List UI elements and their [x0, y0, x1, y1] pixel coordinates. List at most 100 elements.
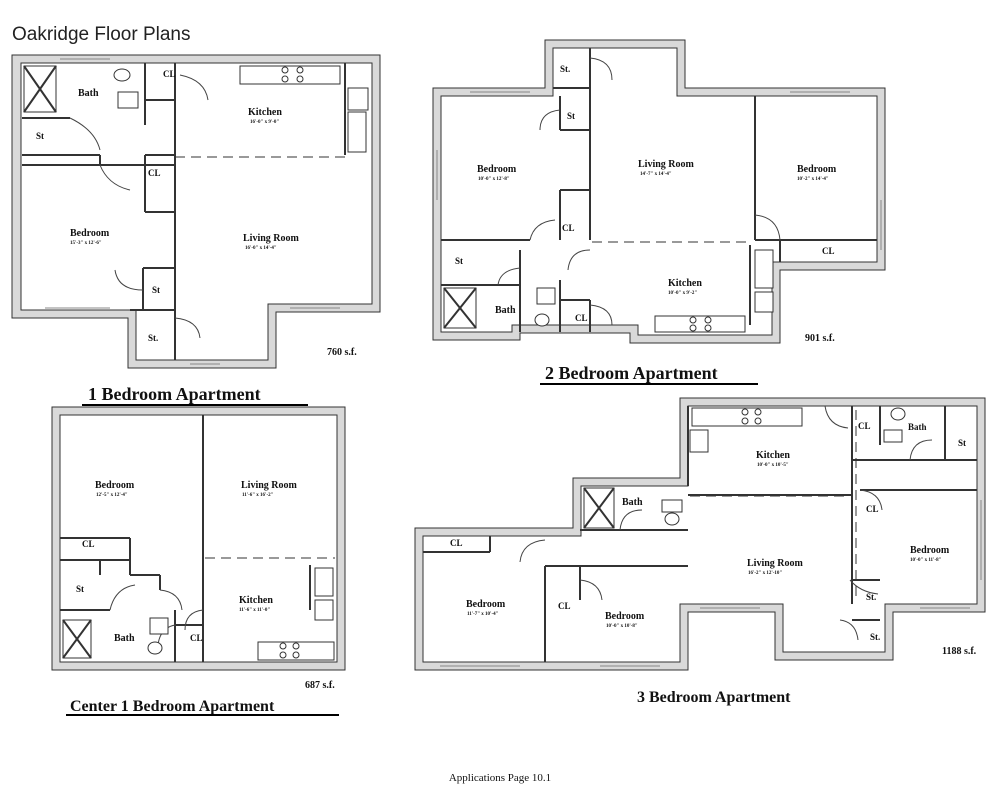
plan1-bedroom-dim: 15'-3" x 12'-6" — [70, 241, 102, 246]
plan4-living-dim: 16'-2" x 12'-10" — [748, 571, 782, 576]
plan2-bedroom-left-label: Bedroom — [477, 164, 517, 175]
plan4-cl-top-label: CL — [858, 421, 871, 431]
plan3-outer-wall — [51, 406, 346, 671]
plan2-cl-right-label: CL — [822, 246, 835, 256]
plan1-living-label: Living Room — [243, 233, 300, 244]
plan-2-bedroom: St. St Bedroom 10'-0" x 12'-8" Living Ro… — [432, 39, 886, 385]
plan-1-bedroom: Bath CL Kitchen 16'-0" x 9'-0" St CL Bed… — [11, 54, 381, 406]
plan4-bath-left-label: Bath — [622, 497, 643, 508]
plan3-area: 687 s.f. — [305, 680, 335, 691]
plan1-st-entry-label: St. — [148, 333, 158, 343]
plan3-counter — [257, 641, 335, 661]
plan3-side-counter — [314, 567, 334, 597]
plan2-area: 901 s.f. — [805, 333, 835, 344]
plan4-bedroom-center-dim: 10'-0" x 10'-8" — [606, 624, 638, 629]
plan3-kitchen-label: Kitchen — [239, 595, 273, 606]
plan4-doors — [519, 405, 933, 641]
plan4-caption: 3 Bedroom Apartment — [637, 689, 791, 706]
plan1-fridge — [347, 87, 369, 111]
plan2-bedroom-left-dim: 10'-0" x 12'-8" — [478, 177, 510, 182]
plan1-cl-top-label: CL — [163, 69, 176, 79]
plan3-toilet — [147, 641, 163, 655]
plan3-living-dim: 11'-6" x 16'-2" — [242, 493, 274, 498]
plan4-bedroom-right-dim: 10'-0" x 11'-8" — [910, 558, 942, 563]
plan1-outer-wall — [11, 54, 381, 369]
plan2-st-mid-label: St — [567, 111, 575, 121]
plan4-bedroom-left-dim: 11'-7" x 10'-4" — [467, 612, 499, 617]
plan4-cl-center-label: CL — [558, 601, 571, 611]
plan2-cl-bottom-label: CL — [575, 313, 588, 323]
plan2-counter — [654, 315, 746, 333]
plan2-inner-walls — [441, 48, 877, 332]
plan2-bedroom-right-dim: 10'-2" x 14'-4" — [797, 177, 829, 182]
plan1-inner-walls — [22, 63, 346, 360]
plan1-side-counter — [347, 111, 367, 153]
plan3-inner-walls — [60, 415, 311, 662]
plan3-cl-label: CL — [82, 539, 95, 549]
plan1-toilet — [113, 68, 131, 82]
plan3-fridge — [314, 599, 334, 621]
plan2-fridge — [754, 291, 774, 313]
plan3-bath-label: Bath — [114, 633, 135, 644]
plan4-fridge — [689, 429, 709, 453]
plan1-area: 760 s.f. — [327, 347, 357, 358]
plan2-side-counter — [754, 249, 774, 289]
plan2-st-left-label: St — [455, 256, 463, 266]
plan2-living-dim: 14'-7" x 14'-4" — [640, 172, 672, 177]
plan4-inner-walls — [423, 406, 977, 662]
page-title: Oakridge Floor Plans — [12, 24, 191, 45]
plan2-st-top-label: St. — [560, 64, 570, 74]
plan4-kitchen-dim: 10'-0" x 10'-5" — [757, 463, 789, 468]
plan3-bedroom-dim: 12'-5" x 12'-4" — [96, 493, 128, 498]
plan2-kitchen-label: Kitchen — [668, 278, 702, 289]
plan3-kitchen-dim: 11'-6" x 11'-0" — [239, 608, 270, 613]
page-footer: Applications Page 10.1 — [448, 772, 552, 784]
plan3-st-label: St — [76, 584, 84, 594]
plan4-bedroom-center-label: Bedroom — [605, 611, 645, 622]
plan4-open-divider — [690, 410, 857, 600]
plan2-cl-mid-label: CL — [562, 223, 575, 233]
plan1-bedroom-label: Bedroom — [70, 228, 110, 239]
plan2-bath-label: Bath — [495, 305, 516, 316]
plan1-bath-label: Bath — [78, 88, 99, 99]
plan1-living-dim: 16'-0" x 14'-4" — [245, 246, 277, 251]
plan4-cl-right-label: CL — [866, 504, 879, 514]
plan4-sink-left — [661, 499, 683, 513]
plan3-bedroom-label: Bedroom — [95, 480, 135, 491]
plan1-counter — [239, 65, 341, 85]
plan4-bedroom-right-label: Bedroom — [910, 545, 950, 556]
plan4-outer-wall — [414, 397, 986, 671]
plan1-kitchen-dim: 16'-0" x 9'-0" — [250, 120, 279, 125]
plan2-kitchen-dim: 10'-0" x 9'-2" — [668, 291, 697, 296]
plan4-st-a-label: St. — [866, 592, 876, 602]
plan4-bath-right-label: Bath — [908, 422, 927, 432]
plan4-toilet-left — [664, 512, 680, 526]
plan1-sink — [117, 91, 139, 109]
plan1-kitchen-label: Kitchen — [248, 107, 282, 118]
plan3-living-label: Living Room — [241, 480, 298, 491]
plan-3-bedroom: Kitchen 10'-0" x 10'-5" CL Bath St Bath … — [414, 397, 986, 706]
plan4-st-right-label: St — [958, 438, 966, 448]
plan2-sink — [536, 287, 556, 305]
plan-center-1-bedroom: Bedroom 12'-5" x 12'-4" Living Room 11'-… — [51, 406, 346, 716]
plan2-living-label: Living Room — [638, 159, 695, 170]
plan3-caption: Center 1 Bedroom Apartment — [70, 698, 275, 715]
plan2-bedroom-right-label: Bedroom — [797, 164, 837, 175]
plan3-sink — [149, 617, 169, 635]
plan1-st-left-label: St — [36, 131, 44, 141]
plan2-doors — [497, 57, 781, 326]
plan3-cl-bottom-label: CL — [190, 633, 203, 643]
plan4-cl-left-label: CL — [450, 538, 463, 548]
plan4-kitchen-label: Kitchen — [756, 450, 790, 461]
plan4-living-label: Living Room — [747, 558, 804, 569]
plan4-area: 1188 s.f. — [942, 646, 977, 657]
plan2-toilet — [534, 313, 550, 327]
plan2-outer-wall — [432, 39, 886, 344]
plan4-toilet-right — [890, 407, 906, 421]
plan1-caption: 1 Bedroom Apartment — [88, 384, 261, 404]
plan2-caption: 2 Bedroom Apartment — [545, 363, 718, 383]
plan1-st-inner-label: St — [152, 285, 160, 295]
plan4-counter — [691, 407, 803, 427]
plan1-doors — [69, 74, 209, 339]
